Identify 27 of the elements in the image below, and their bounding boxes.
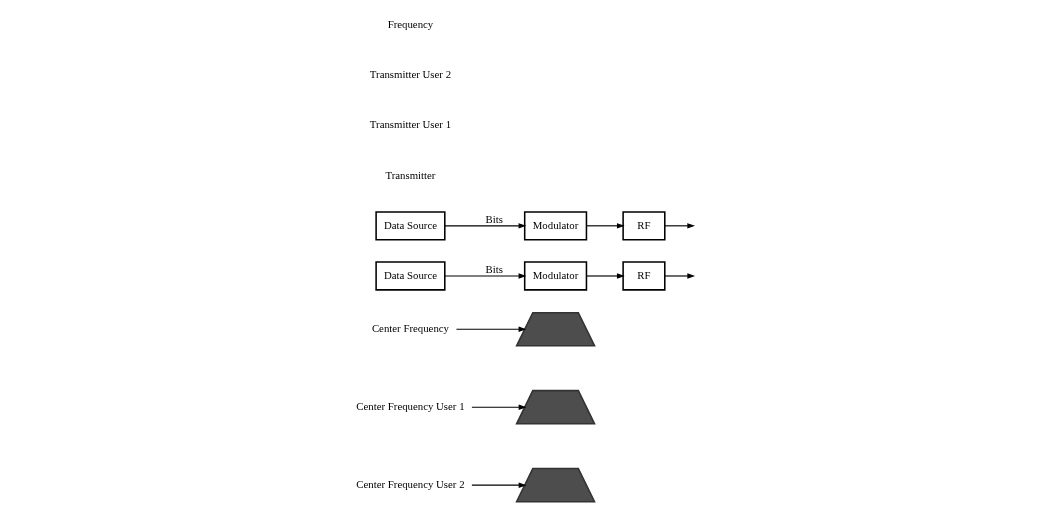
arrow: [585, 273, 625, 279]
edge-label: Bits: [485, 263, 503, 276]
node-box: Modulator: [523, 261, 587, 291]
node-box: RF: [621, 211, 666, 241]
arrow: [470, 404, 526, 410]
node-box: Modulator: [523, 211, 587, 241]
label: Transmitter: [384, 168, 435, 181]
arrow: [664, 223, 695, 229]
node-trapezoid: [514, 389, 596, 425]
edge-label: Bits: [485, 212, 503, 225]
node-box: Data Source: [374, 211, 446, 241]
arrow: [443, 223, 526, 229]
arrow: [443, 273, 526, 279]
arrow: [470, 482, 526, 488]
label: Frequency: [387, 17, 433, 30]
label: Transmitter User 2: [369, 68, 451, 81]
node-trapezoid: [514, 467, 596, 503]
label: Transmitter User 1: [369, 118, 451, 131]
node-text: Center Frequency User 2: [355, 478, 465, 491]
arrow: [585, 223, 625, 229]
node-text: Center Frequency User 1: [355, 400, 465, 413]
node-box: Data Source: [374, 261, 446, 291]
arrow: [455, 326, 526, 332]
node-trapezoid: [514, 311, 596, 347]
arrow: [664, 273, 695, 279]
node-text: Center Frequency: [371, 322, 449, 335]
node-box: RF: [621, 261, 666, 291]
